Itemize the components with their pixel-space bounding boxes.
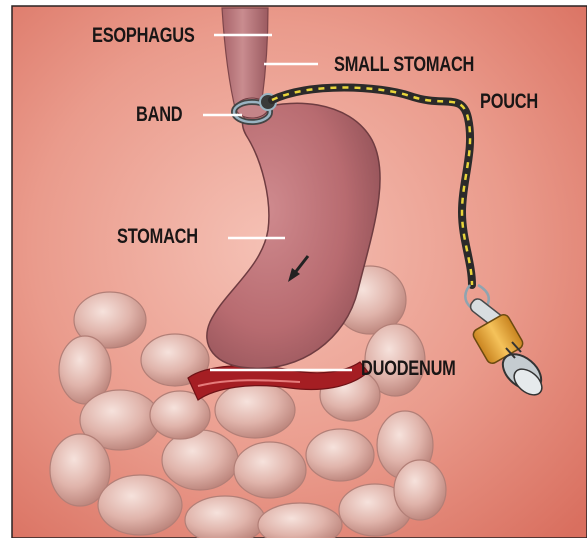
label-pouch: POUCH <box>480 91 538 112</box>
label-esophagus: ESOPHAGUS <box>92 25 195 46</box>
label-stomach: STOMACH <box>117 226 198 247</box>
label-band: BAND <box>136 104 182 125</box>
label-small-stomach: SMALL STOMACH <box>334 54 474 75</box>
label-duodenum: DUODENUM <box>361 358 456 379</box>
